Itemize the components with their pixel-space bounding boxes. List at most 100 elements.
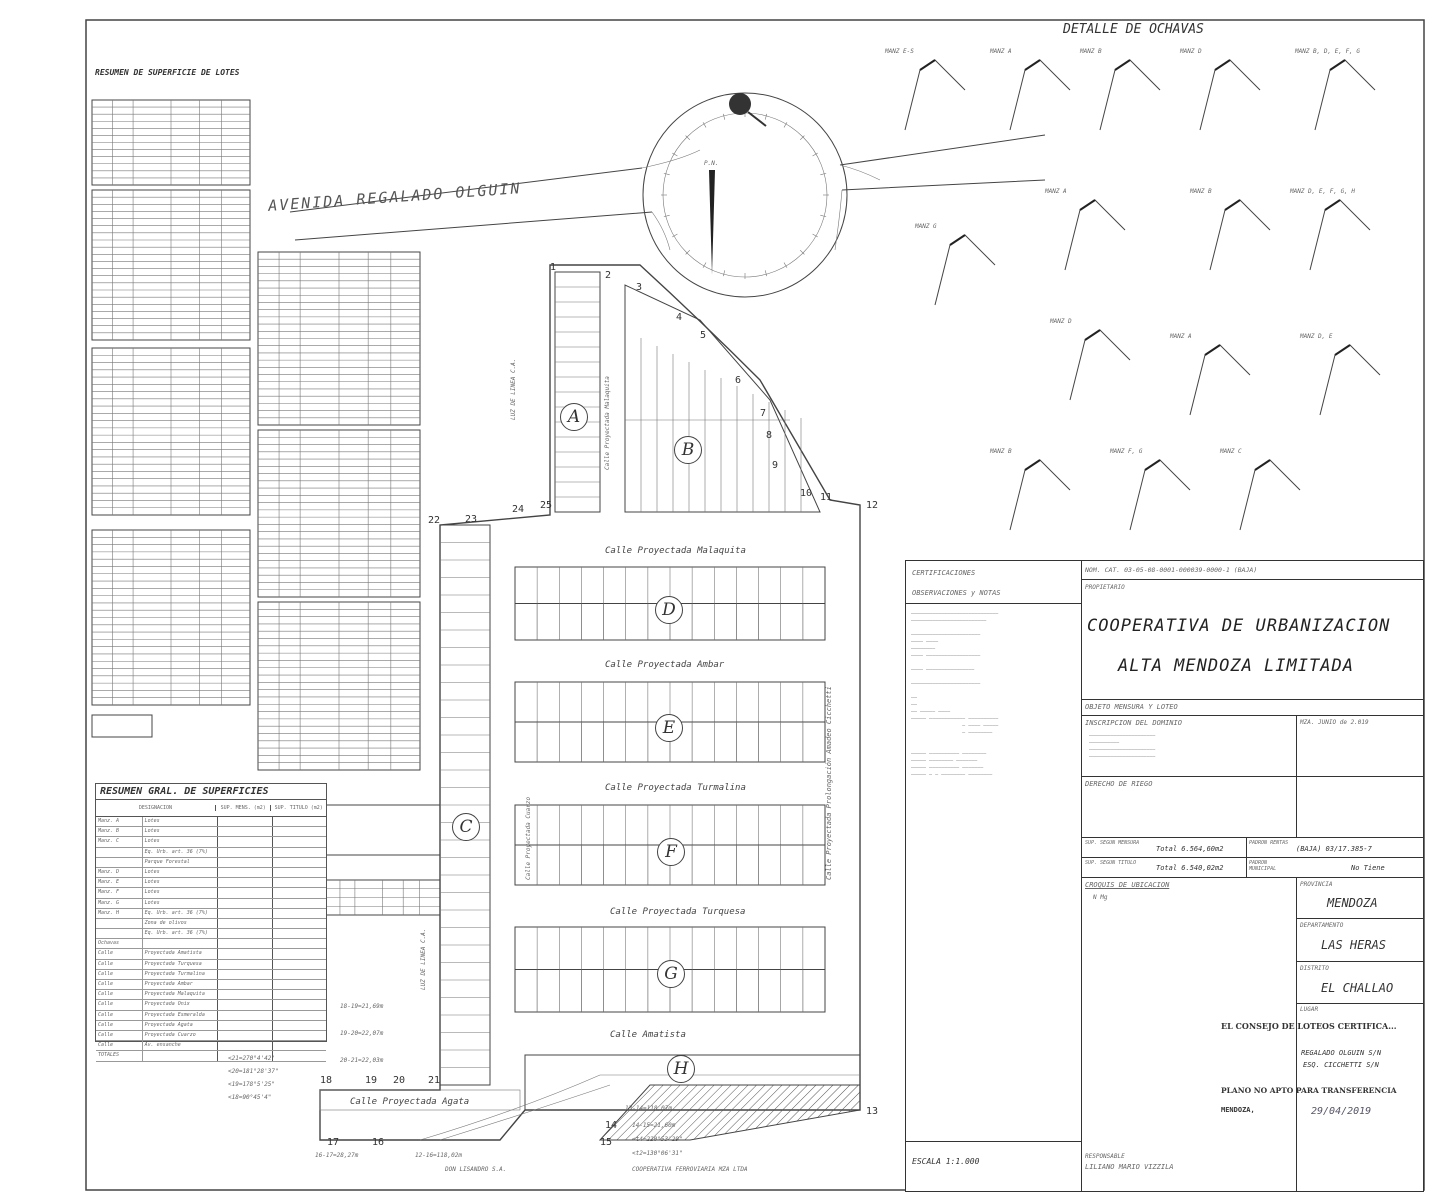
vertex-number: 9 bbox=[772, 460, 779, 471]
neighbor-label: DON LISANDRO S.A. bbox=[445, 1166, 507, 1173]
vertex-number: 12 bbox=[866, 500, 879, 511]
croquis-label: CROQUIS DE UBICACION bbox=[1085, 881, 1170, 889]
block-h-marker: H bbox=[667, 1055, 695, 1083]
summary-cell: Proyectada Cuarzo bbox=[141, 1030, 218, 1041]
summary-row: Manz. H Eq. Urb. art. 36 (7%) bbox=[96, 908, 326, 919]
padron-municipal-label: PADRON MUNICIPAL bbox=[1249, 860, 1277, 872]
vertex-number: 20 bbox=[393, 1075, 406, 1086]
summary-cell: Calle bbox=[98, 970, 114, 977]
summary-cell: Calle bbox=[98, 1031, 114, 1038]
owner-label: PROPIETARIO bbox=[1085, 584, 1125, 591]
ochava-sketch bbox=[1009, 459, 1071, 531]
tick bbox=[672, 233, 678, 238]
summary-value-cell bbox=[271, 918, 326, 929]
padron-rentas-value: (BAJA) 03/17.385-7 bbox=[1296, 845, 1372, 853]
ochava-sketch bbox=[1209, 199, 1271, 271]
summary-cell: Calle bbox=[98, 991, 114, 998]
ochava-sketch bbox=[1064, 199, 1126, 271]
summary-value-cell bbox=[271, 949, 326, 959]
summary-cell: Eq. Urb. art. 36 (7%) bbox=[141, 908, 218, 918]
summary-cell: Calle bbox=[98, 1021, 114, 1028]
summary-value-cell bbox=[217, 867, 271, 878]
summary-cell: Calle bbox=[98, 1042, 114, 1049]
summary-cell bbox=[141, 939, 218, 949]
summary-cell: Calle bbox=[98, 981, 114, 987]
summary-cell: Eq. Urb. art. 36 (7%) bbox=[141, 929, 218, 939]
summary-value-cell bbox=[217, 1000, 271, 1010]
summary-value-cell bbox=[271, 1030, 326, 1041]
ochava-chamfer bbox=[1144, 459, 1161, 471]
block-h-hatched-area bbox=[598, 1084, 861, 1141]
ochava-sketch bbox=[1129, 459, 1191, 531]
vertex-number: 3 bbox=[636, 282, 643, 293]
tick bbox=[685, 135, 691, 141]
summary-value-cell bbox=[217, 908, 271, 918]
vertex-number: 22 bbox=[428, 515, 441, 526]
street-turmalina: Calle Proyectada Turmalina bbox=[605, 783, 746, 793]
padron-municipal-value: No Tiene bbox=[1351, 864, 1385, 872]
stamp-line: REGALADO OLGUIN S/N bbox=[1301, 1049, 1382, 1057]
objeto-label: OBJETO MENSURA Y LOTEO bbox=[1085, 703, 1178, 711]
ochava-chamfer bbox=[1224, 199, 1241, 211]
summary-value-cell bbox=[217, 857, 271, 867]
summary-cell bbox=[96, 858, 142, 867]
summary-value-cell bbox=[271, 837, 326, 847]
owner-line-2: ALTA MENDOZA LIMITADA bbox=[1118, 656, 1354, 676]
summary-value-cell bbox=[217, 898, 271, 908]
tick bbox=[812, 233, 818, 238]
certificaciones-label: CERTIFICACIONES bbox=[912, 569, 976, 577]
summary-value-cell bbox=[271, 939, 326, 949]
summary-value-cell bbox=[271, 908, 326, 918]
tick bbox=[663, 172, 670, 176]
summary-cell: Proyectada Turquesa bbox=[141, 959, 218, 969]
summary-value-cell bbox=[271, 827, 326, 837]
measure: <t4=220°53'29" bbox=[632, 1136, 683, 1143]
summary-value-cell bbox=[271, 969, 326, 979]
summary-cell bbox=[141, 1051, 218, 1061]
summary-cell: Calle bbox=[98, 960, 114, 967]
tick bbox=[812, 152, 818, 157]
summary-cell: Manz. E bbox=[98, 879, 120, 886]
street-agata: Calle Proyectada Agata bbox=[350, 1097, 470, 1107]
ochava-sketch bbox=[1199, 59, 1261, 131]
avenue-edges bbox=[289, 134, 1046, 241]
riego-label: DERECHO DE RIEGO bbox=[1085, 780, 1153, 788]
summary-value-cell bbox=[217, 1041, 271, 1051]
summary-cell: Manz. B bbox=[98, 828, 120, 835]
summary-value-cell bbox=[271, 959, 326, 969]
summary-row: Eq. Urb. art. 36 (7%) bbox=[96, 847, 326, 858]
north-mg-label: N Mg bbox=[1093, 894, 1108, 901]
ochava-chamfer bbox=[1114, 59, 1131, 71]
summary-cell: Proyectada Esmeralda bbox=[141, 1010, 218, 1020]
roundabout-outer bbox=[642, 92, 848, 298]
block-d-marker: D bbox=[655, 596, 683, 624]
col-header: SUP. MENS. (m2) bbox=[214, 805, 271, 811]
summary-cell: TOTALES bbox=[98, 1052, 120, 1059]
street-agata bbox=[319, 1089, 521, 1111]
summary-value-cell bbox=[271, 1051, 326, 1061]
summary-cell: Proyectada Ambar bbox=[141, 980, 218, 990]
responsable-name: LILIANO MARIO VIZZILA bbox=[1085, 1163, 1174, 1171]
summary-cell: Lotes bbox=[141, 817, 218, 827]
tick bbox=[663, 214, 670, 218]
summary-cell: Manz. C bbox=[98, 838, 120, 845]
tick bbox=[764, 113, 768, 120]
owner-line-1: COOPERATIVA DE URBANIZACION bbox=[1087, 616, 1391, 636]
avenue-curves bbox=[641, 149, 881, 251]
stamp-line: EL CONSEJO DE LOTEOS CERTIFICA... bbox=[1221, 1021, 1397, 1031]
lots-summary-title: RESUMEN DE SUPERFICIE DE LOTES bbox=[95, 68, 240, 77]
ochava-label: MANZ B bbox=[1190, 188, 1212, 195]
sup-mensura-label: SUP. SEGUN MENSURA bbox=[1085, 840, 1140, 846]
summary-cell: Manz. H bbox=[98, 909, 120, 916]
vertex-number: 25 bbox=[540, 500, 553, 511]
vertex-number: 21 bbox=[428, 1075, 441, 1086]
ochava-label: MANZ A bbox=[1170, 333, 1192, 340]
block-g-marker: G bbox=[657, 960, 685, 988]
